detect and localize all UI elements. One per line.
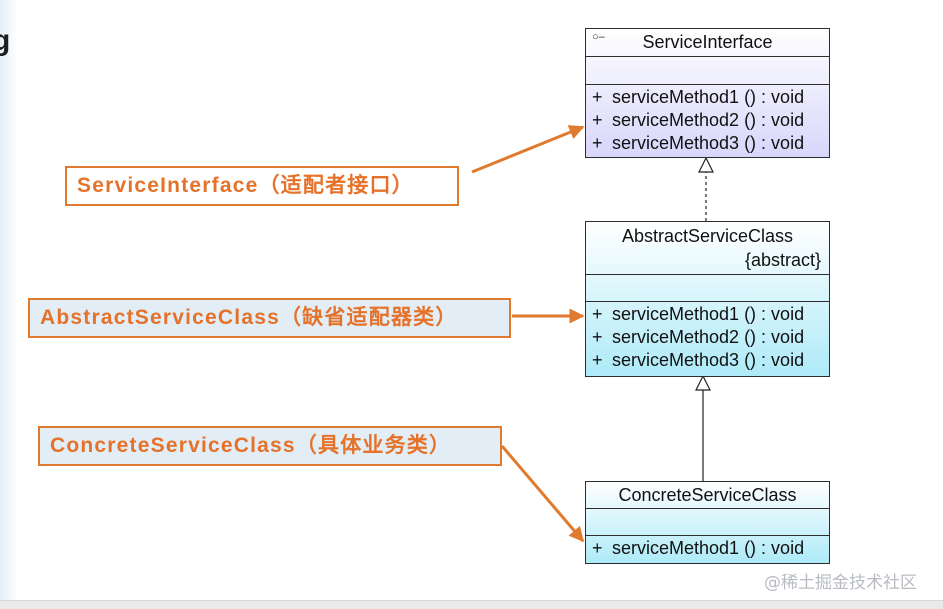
- attributes-section: [586, 57, 829, 85]
- interface-lollipop-icon: ○–: [592, 31, 605, 43]
- operation-row: + serviceMethod3 () : void: [586, 349, 829, 372]
- operation-row: + serviceMethod2 () : void: [586, 326, 829, 349]
- callout-abstract-service-class: AbstractServiceClass（缺省适配器类）: [28, 298, 511, 338]
- site-watermark: @稀土掘金技术社区: [764, 573, 917, 593]
- operations-section: + serviceMethod1 () : void + serviceMethod…: [586, 85, 829, 157]
- operation-signature: serviceMethod3 () : void: [612, 350, 805, 370]
- operation-signature: serviceMethod1 () : void: [612, 87, 805, 107]
- class-name: ConcreteServiceClass: [618, 485, 797, 505]
- visibility-marker: +: [592, 304, 603, 324]
- class-name: AbstractServiceClass: [621, 226, 794, 246]
- operation-signature: serviceMethod2 () : void: [612, 110, 805, 130]
- operation-row: + serviceMethod1 () : void: [586, 537, 829, 560]
- operation-signature: serviceMethod1 () : void: [612, 538, 805, 558]
- operation-row: + serviceMethod2 () : void: [586, 109, 829, 132]
- attributes-section: [586, 509, 829, 536]
- operation-row: + serviceMethod1 () : void: [586, 86, 829, 109]
- operation-row: + serviceMethod1 () : void: [586, 303, 829, 326]
- service-interface-name-section: ○– ServiceInterface: [586, 29, 829, 57]
- attributes-section: [586, 275, 829, 302]
- visibility-marker: +: [592, 327, 603, 347]
- visibility-marker: +: [592, 87, 603, 107]
- operation-signature: serviceMethod2 () : void: [612, 327, 805, 347]
- generalization-arrowhead: [695, 374, 711, 391]
- visibility-marker: +: [592, 538, 603, 558]
- bottom-scroll-bar: [0, 600, 943, 609]
- realization-arrowhead: [698, 156, 714, 173]
- abstract-class-name-section: AbstractServiceClass {abstract}: [586, 222, 829, 275]
- callout-arrow-concrete-service-class: [500, 445, 585, 543]
- callout-service-interface: ServiceInterface（适配者接口）: [65, 166, 459, 206]
- visibility-marker: +: [592, 133, 603, 153]
- service-interface-box: ○– ServiceInterface + serviceMethod1 () :…: [585, 28, 830, 158]
- callout-arrow-service-interface: [471, 125, 585, 174]
- clipped-heading-letter: g: [0, 24, 11, 57]
- abstract-service-class-box: AbstractServiceClass {abstract} + service…: [585, 221, 830, 377]
- abstract-stereotype: {abstract}: [744, 250, 821, 270]
- callout-concrete-service-class: ConcreteServiceClass（具体业务类）: [38, 426, 502, 466]
- concrete-service-class-box: ConcreteServiceClass + serviceMethod1 () …: [585, 481, 830, 564]
- class-name: ServiceInterface: [642, 32, 773, 52]
- operations-section: + serviceMethod1 () : void: [586, 536, 829, 563]
- visibility-marker: +: [592, 350, 603, 370]
- operation-signature: serviceMethod1 () : void: [612, 304, 805, 324]
- operation-signature: serviceMethod3 () : void: [612, 133, 805, 153]
- left-edge-band: [0, 0, 18, 608]
- operation-row: + serviceMethod3 () : void: [586, 132, 829, 155]
- concrete-class-name-section: ConcreteServiceClass: [586, 482, 829, 509]
- operations-section: + serviceMethod1 () : void + serviceMethod…: [586, 302, 829, 376]
- visibility-marker: +: [592, 110, 603, 130]
